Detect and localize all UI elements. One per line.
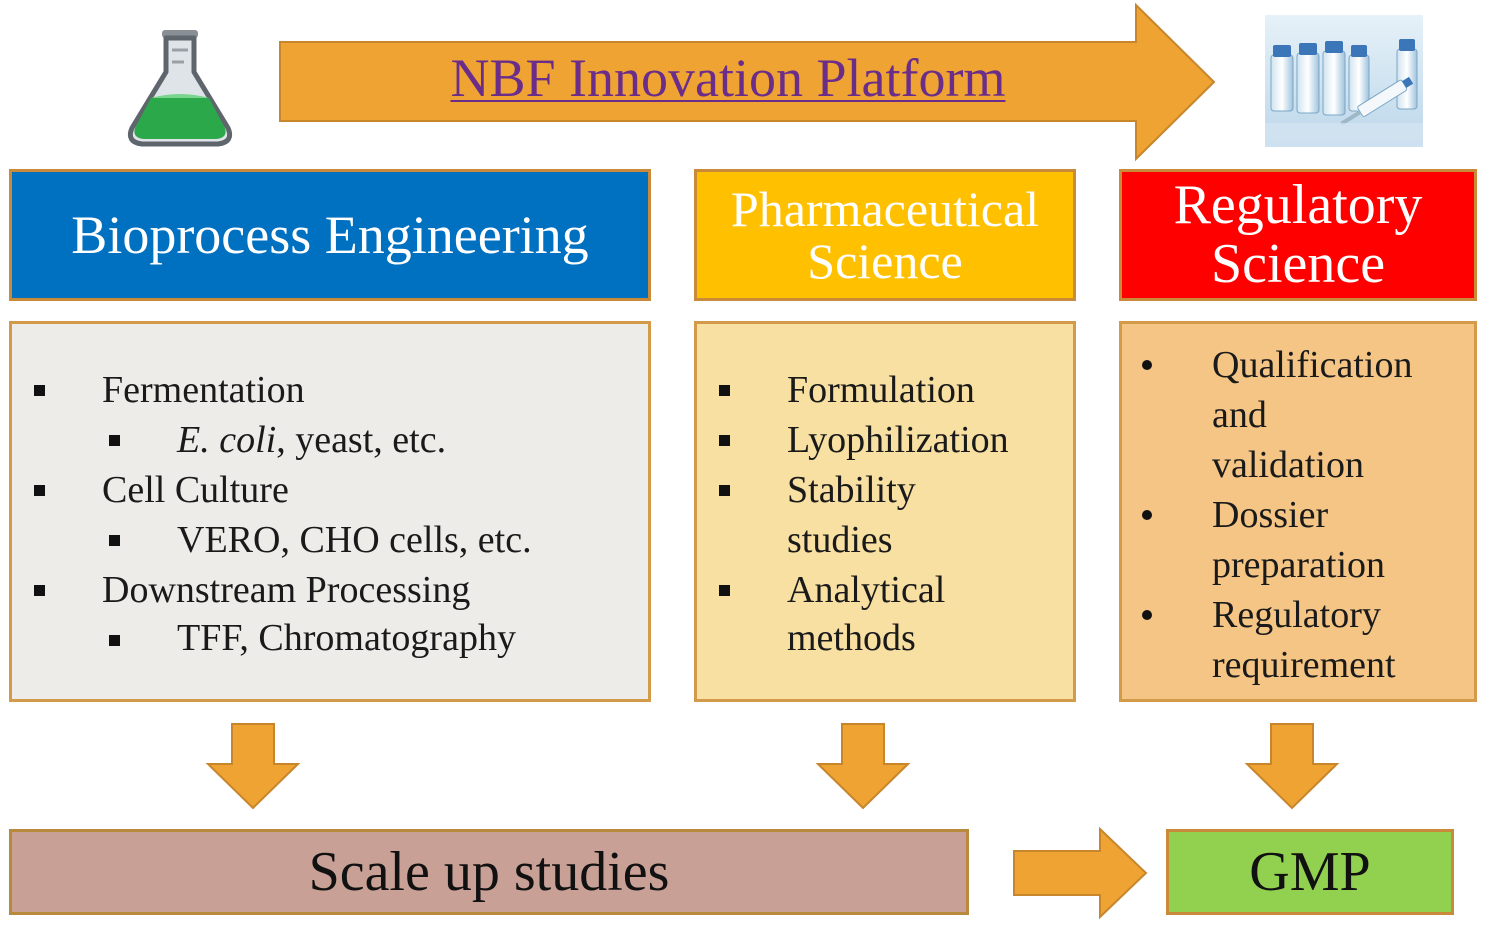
pharmaceutical-science-body: Formulation Lyophilization Stability stu… — [694, 321, 1076, 702]
list-item: Downstream Processing — [12, 565, 648, 615]
down-arrow-bioprocess — [205, 723, 301, 810]
sub-list-item-label: , yeast, etc. — [276, 419, 447, 461]
list-item-continuation: preparation — [1122, 540, 1474, 590]
list-item: Dossier — [1122, 490, 1474, 540]
bioprocess-list: Fermentation E. coli, yeast, etc. Cell C… — [12, 365, 648, 661]
pharmaceutical-science-title-line2: Science — [807, 233, 963, 289]
list-item-label: and — [1212, 394, 1267, 436]
list-item: Regulatory — [1122, 590, 1474, 640]
list-item: Qualification — [1122, 340, 1474, 390]
bioprocess-engineering-body: Fermentation E. coli, yeast, etc. Cell C… — [9, 321, 651, 702]
list-item-label: Fermentation — [102, 369, 305, 411]
list-item-label: preparation — [1212, 544, 1386, 586]
pharmaceutical-science-title-line1: Pharmaceutical — [730, 180, 1040, 237]
list-item: Fermentation — [12, 365, 648, 415]
list-item: Analytical — [697, 565, 1073, 615]
sub-list-item-label: TFF, Chromatography — [177, 617, 516, 659]
list-item-label: Lyophilization — [787, 419, 1009, 461]
pharmaceutical-list: Formulation Lyophilization Stability stu… — [697, 365, 1073, 661]
platform-arrow — [279, 2, 1216, 162]
regulatory-science-header: Regulatory Science — [1119, 169, 1477, 301]
list-item: Formulation — [697, 365, 1073, 415]
down-arrow-pharmaceutical — [815, 723, 911, 810]
gmp-label: GMP — [1249, 841, 1371, 903]
vials-syringe-image — [1265, 15, 1423, 147]
gmp-box: GMP — [1166, 829, 1454, 915]
list-item: Lyophilization — [697, 415, 1073, 465]
right-arrow-to-gmp — [1013, 826, 1148, 920]
list-item-label: Qualification — [1212, 344, 1413, 386]
list-item-continuation: methods — [697, 615, 1073, 661]
list-item: Stability — [697, 465, 1073, 515]
pharmaceutical-science-header: Pharmaceutical Science — [694, 169, 1076, 301]
platform-title[interactable]: NBF Innovation Platform — [450, 48, 1006, 108]
regulatory-science-title-line1: Regulatory — [1173, 174, 1423, 237]
list-item-label: studies — [787, 519, 893, 561]
sub-list-item: VERO, CHO cells, etc. — [12, 515, 648, 565]
list-item-label: Downstream Processing — [102, 569, 471, 611]
bioprocess-engineering-title: Bioprocess Engineering — [71, 204, 589, 265]
list-item-label: Cell Culture — [102, 469, 289, 511]
scale-up-studies-label: Scale up studies — [308, 841, 670, 903]
scale-up-studies-box: Scale up studies — [9, 829, 969, 915]
list-item-label: Stability — [787, 469, 916, 511]
sub-list-item-italic: E. coli — [177, 419, 277, 461]
platform-title-container: NBF Innovation Platform — [278, 42, 1178, 114]
sub-list-item: E. coli, yeast, etc. — [12, 415, 648, 465]
list-item-label: requirement — [1212, 644, 1396, 686]
list-item-continuation: requirement — [1122, 640, 1474, 690]
list-item-label: Regulatory — [1212, 594, 1381, 636]
list-item-label: validation — [1212, 444, 1364, 486]
sub-list-item: TFF, Chromatography — [12, 615, 648, 661]
list-item-continuation: and — [1122, 390, 1474, 440]
list-item-label: methods — [787, 617, 916, 659]
sub-list-item-label: VERO, CHO cells, etc. — [177, 519, 532, 561]
down-arrow-regulatory — [1244, 723, 1340, 810]
list-item-continuation: validation — [1122, 440, 1474, 490]
regulatory-science-body: Qualification and validation Dossier pre… — [1119, 321, 1477, 702]
regulatory-list: Qualification and validation Dossier pre… — [1122, 340, 1474, 690]
regulatory-science-title-line2: Science — [1210, 233, 1386, 295]
bioprocess-engineering-header: Bioprocess Engineering — [9, 169, 651, 301]
list-item-label: Analytical — [787, 569, 946, 611]
list-item-label: Formulation — [787, 369, 975, 411]
list-item-label: Dossier — [1212, 494, 1329, 536]
flask-icon — [127, 30, 233, 147]
list-item: Cell Culture — [12, 465, 648, 515]
list-item-continuation: studies — [697, 515, 1073, 565]
